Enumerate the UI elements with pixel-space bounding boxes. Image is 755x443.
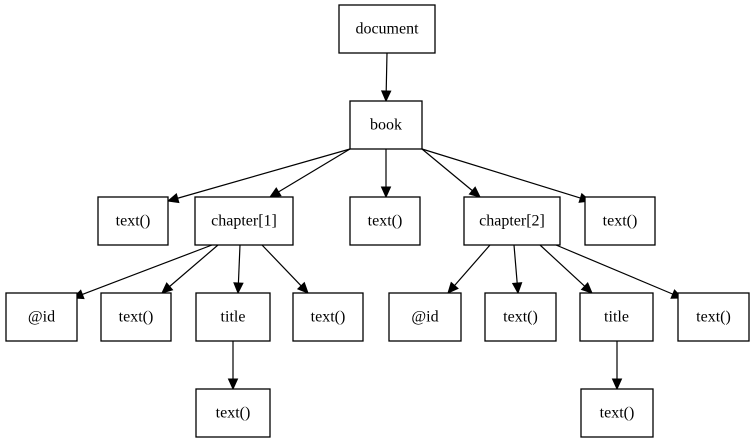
node-text-3-label: text() bbox=[603, 213, 638, 230]
arrowhead-chapter-2 bbox=[468, 186, 481, 198]
edge-document-to-book bbox=[385, 52, 388, 92]
edge-chapter-2-to-ch2-title bbox=[539, 244, 586, 287]
node-ch2-text-1-label: text() bbox=[503, 309, 538, 326]
node-document: document bbox=[338, 4, 436, 54]
node-ch1-text-1: text() bbox=[100, 292, 172, 342]
edges-layer bbox=[71, 52, 684, 391]
node-chapter-1: chapter[1] bbox=[194, 196, 294, 246]
node-chapter-1-label: chapter[1] bbox=[211, 213, 277, 230]
node-ch1-text-1-label: text() bbox=[119, 309, 154, 326]
node-ch2-id: @id bbox=[388, 292, 462, 342]
edge-chapter-1-to-ch1-text-2 bbox=[261, 244, 302, 287]
node-ch1-title-label: title bbox=[221, 309, 246, 326]
node-ch2-id-label: @id bbox=[411, 309, 438, 326]
node-ch2-title: title bbox=[579, 292, 654, 342]
node-text-3: text() bbox=[584, 196, 656, 246]
arrowhead-text-1 bbox=[166, 193, 180, 204]
node-document-label: document bbox=[355, 21, 419, 38]
edge-chapter-2-to-ch2-id bbox=[454, 244, 491, 286]
node-text-1: text() bbox=[97, 196, 169, 246]
edge-book-to-chapter-2 bbox=[421, 148, 473, 192]
node-ch1-title: title bbox=[195, 292, 271, 342]
node-ch2-text-2-label: text() bbox=[696, 309, 731, 326]
node-ch1-title-text-label: text() bbox=[216, 405, 251, 422]
edge-chapter-2-to-ch2-text-1 bbox=[513, 244, 518, 284]
node-ch2-title-text-label: text() bbox=[600, 405, 635, 422]
edge-book-to-chapter-1 bbox=[278, 148, 351, 193]
arrowhead-ch2-text-1 bbox=[511, 282, 523, 295]
node-ch1-title-text: text() bbox=[195, 388, 271, 438]
arrowhead-ch2-title-text bbox=[611, 378, 623, 391]
edge-chapter-1-to-ch1-title bbox=[237, 244, 241, 284]
node-ch2-title-text: text() bbox=[580, 388, 654, 438]
edge-chapter-1-to-ch1-id bbox=[82, 244, 213, 295]
node-chapter-2: chapter[2] bbox=[463, 196, 561, 246]
arrowhead-ch1-text-1 bbox=[161, 282, 174, 294]
node-text-2-label: text() bbox=[368, 213, 403, 230]
node-ch1-text-2: text() bbox=[292, 292, 364, 342]
node-ch1-text-2-label: text() bbox=[311, 309, 346, 326]
arrowhead-chapter-1 bbox=[268, 187, 282, 198]
node-ch1-id-label: @id bbox=[28, 309, 55, 326]
edge-book-to-text-3 bbox=[421, 148, 581, 199]
node-book-label: book bbox=[370, 117, 402, 134]
edge-chapter-2-to-ch2-text-2 bbox=[555, 244, 674, 295]
node-text-1-label: text() bbox=[116, 213, 151, 230]
node-ch1-id: @id bbox=[5, 292, 78, 342]
arrowhead-ch1-title-text bbox=[227, 378, 239, 391]
edge-chapter-1-to-ch1-text-1 bbox=[169, 244, 219, 287]
node-ch2-text-2: text() bbox=[677, 292, 750, 342]
arrowhead-ch2-id bbox=[447, 281, 459, 294]
arrowhead-text-2 bbox=[380, 186, 392, 199]
arrowhead-book bbox=[380, 90, 392, 103]
node-ch2-title-label: title bbox=[604, 309, 629, 326]
node-ch2-text-1: text() bbox=[484, 292, 557, 342]
arrowhead-ch1-text-2 bbox=[296, 281, 309, 294]
edge-book-to-text-1 bbox=[177, 148, 351, 199]
arrowhead-ch1-title bbox=[233, 282, 244, 295]
node-chapter-2-label: chapter[2] bbox=[479, 213, 545, 230]
node-text-2: text() bbox=[349, 196, 421, 246]
node-book: book bbox=[349, 100, 423, 150]
arrowhead-ch2-title bbox=[580, 282, 593, 294]
